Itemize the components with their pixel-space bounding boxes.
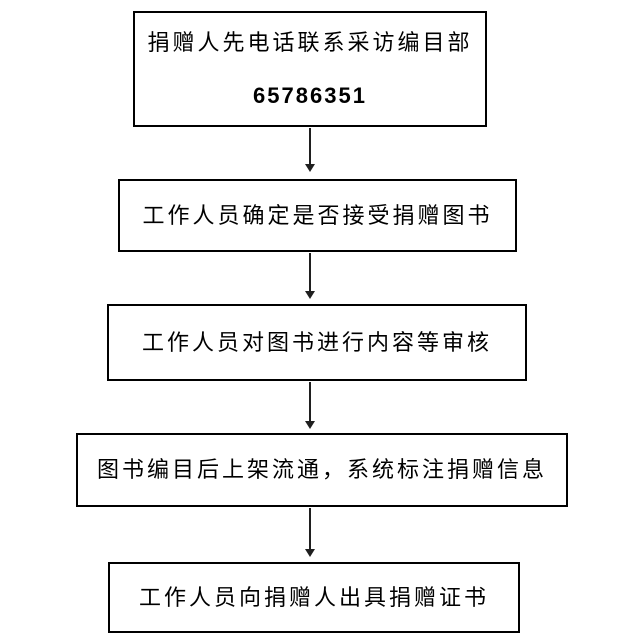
arrow-shaft bbox=[309, 382, 311, 421]
arrow-head bbox=[305, 421, 315, 429]
flow-step-contact: 捐赠人先电话联系采访编目部 65786351 bbox=[133, 11, 487, 127]
arrow-down-icon bbox=[304, 128, 316, 172]
arrow-down-icon bbox=[304, 508, 316, 557]
arrow-down-icon bbox=[304, 382, 316, 429]
arrow-head bbox=[305, 164, 315, 172]
arrow-shaft bbox=[309, 128, 311, 164]
flow-step-catalog-shelve-label: 图书编目后上架流通，系统标注捐赠信息 bbox=[96, 457, 547, 482]
arrow-down-icon bbox=[304, 253, 316, 299]
flow-step-accept-decision: 工作人员确定是否接受捐赠图书 bbox=[118, 179, 517, 252]
flow-step-content-review-label: 工作人员对图书进行内容等审核 bbox=[141, 329, 492, 355]
flow-step-certificate-label: 工作人员向捐赠人出具捐赠证书 bbox=[138, 584, 489, 610]
flow-step-catalog-shelve: 图书编目后上架流通，系统标注捐赠信息 bbox=[76, 433, 568, 507]
arrow-shaft bbox=[309, 253, 311, 291]
flow-step-certificate: 工作人员向捐赠人出具捐赠证书 bbox=[108, 562, 520, 633]
flow-step-contact-label: 捐赠人先电话联系采访编目部 bbox=[147, 30, 473, 55]
arrow-shaft bbox=[309, 508, 311, 549]
arrow-head bbox=[305, 549, 315, 557]
arrow-head bbox=[305, 291, 315, 299]
flow-step-contact-phone: 65786351 bbox=[253, 83, 367, 108]
flow-step-content-review: 工作人员对图书进行内容等审核 bbox=[107, 304, 527, 381]
flow-step-accept-decision-label: 工作人员确定是否接受捐赠图书 bbox=[142, 202, 493, 228]
